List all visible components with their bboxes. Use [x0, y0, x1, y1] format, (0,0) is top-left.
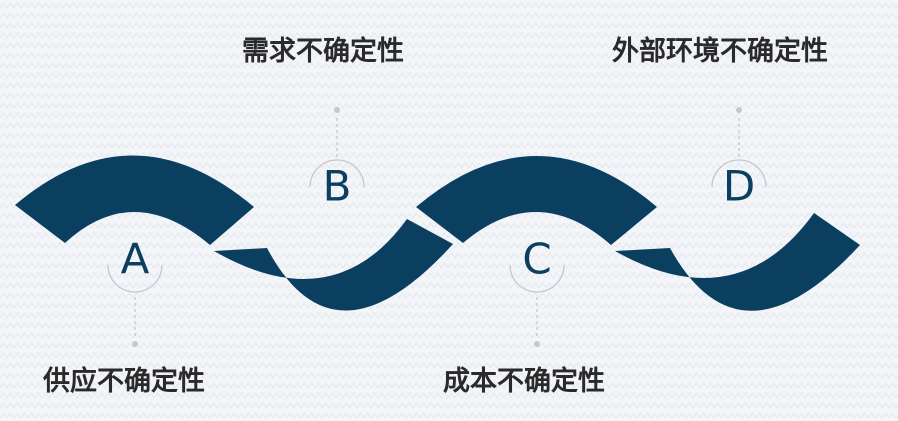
item-a-dot: [132, 341, 138, 347]
item-b-marker: B: [309, 107, 365, 211]
wave-segment-d: [615, 213, 860, 311]
item-b-arc: [309, 159, 365, 188]
item-d-letter: D: [723, 162, 755, 211]
item-c-letter: C: [522, 235, 551, 284]
wave-band: [15, 155, 860, 311]
item-c-arc: [509, 264, 565, 293]
item-c-marker: C: [509, 235, 565, 347]
item-b-dot: [334, 107, 340, 113]
item-c-title: 成本不确定性: [443, 366, 605, 397]
wave-segment-c: [416, 156, 657, 245]
item-a-marker: A: [107, 235, 163, 347]
item-a-title: 供应不确定性: [43, 366, 205, 397]
wave-segment-b: [214, 219, 453, 311]
item-a-arc: [107, 264, 163, 293]
wave-segment-a: [15, 155, 254, 245]
item-d-arc: [711, 159, 767, 188]
item-a-letter: A: [121, 235, 150, 284]
item-d-dot: [736, 107, 742, 113]
item-b-letter: B: [323, 162, 352, 211]
item-d-title: 外部环境不确定性: [612, 36, 828, 67]
item-b-title: 需求不确定性: [242, 36, 404, 67]
item-c-dot: [534, 341, 540, 347]
item-d-marker: D: [711, 107, 767, 211]
